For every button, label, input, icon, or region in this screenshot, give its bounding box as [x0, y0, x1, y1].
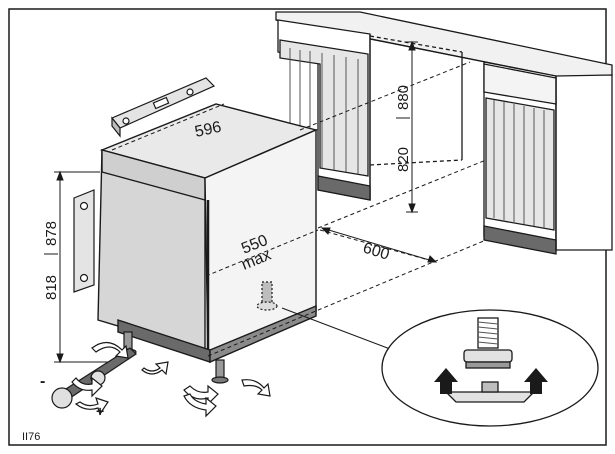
height-min-label: 818 [43, 275, 60, 300]
niche-depth-label: 600 [361, 240, 392, 264]
adjustable-foot-icon [463, 317, 513, 369]
adjustment-tool-icon [51, 347, 137, 409]
dimension-lines [54, 40, 487, 364]
base-bracket-icon [444, 381, 536, 403]
niche-height-max-label: 880 [395, 85, 412, 110]
up-arrow-icon [434, 368, 458, 394]
kitchen-niche [275, 11, 613, 255]
detail-leader-line [281, 307, 399, 353]
rotate-arrow-icon [71, 341, 271, 418]
niche-height-min-label: 820 [395, 147, 412, 172]
adjustable-foot-icon [256, 281, 278, 311]
figure-code: II76 [22, 431, 40, 443]
minus-symbol: - [40, 373, 45, 390]
adjustable-feet [51, 281, 278, 418]
foot-detail [381, 309, 599, 427]
dishwasher [97, 103, 319, 364]
plus-symbol: + [96, 403, 104, 419]
spirit-level-icon [111, 77, 216, 138]
spirit-level-vertical-icon [73, 189, 95, 293]
width-label: 596 [193, 119, 223, 141]
adjustable-foot-icon [211, 359, 229, 384]
height-max-label: 878 [43, 221, 60, 246]
up-arrow-icon [524, 368, 548, 394]
